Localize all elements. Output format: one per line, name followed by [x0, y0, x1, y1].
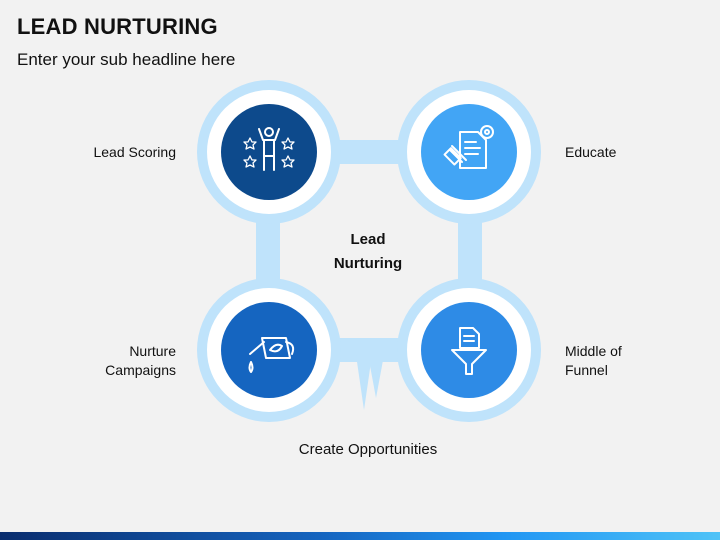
center-label-line1: Lead	[350, 231, 386, 248]
center-label-line2: Nurturing	[333, 255, 403, 272]
footer-gradient-bar	[0, 532, 720, 540]
label-educate-text: Educate	[565, 144, 617, 160]
page-title: LEAD NURTURING	[17, 14, 218, 39]
label-middle-of-funnel: Middle of Funnel	[565, 342, 685, 380]
document-funnel-icon	[451, 327, 487, 375]
label-educate: Educate	[565, 143, 685, 162]
certificate-icon	[443, 125, 494, 169]
node-lead-scoring	[197, 80, 341, 224]
bottom-label: Create Opportunities	[298, 441, 438, 458]
label-lead-scoring: Lead Scoring	[60, 143, 176, 162]
label-middle-of-funnel-line2: Funnel	[565, 362, 608, 378]
center-label: Lead Nurturing	[318, 228, 418, 276]
label-lead-scoring-text: Lead Scoring	[93, 144, 176, 160]
winner-stars-icon	[243, 127, 295, 171]
node-middle-of-funnel	[397, 278, 541, 422]
label-middle-of-funnel-line1: Middle of	[565, 343, 622, 359]
watering-can-icon	[248, 337, 295, 373]
node-educate	[397, 80, 541, 224]
funnel-spike-right	[368, 355, 384, 398]
node-nurture-campaigns	[197, 278, 341, 422]
page-subtitle: Enter your sub headline here	[17, 50, 236, 69]
label-nurture-campaigns-line2: Campaigns	[105, 362, 176, 378]
funnel-spike-left	[356, 355, 372, 410]
label-nurture-campaigns-line1: Nurture	[129, 343, 176, 359]
label-nurture-campaigns: Nurture Campaigns	[60, 342, 176, 380]
